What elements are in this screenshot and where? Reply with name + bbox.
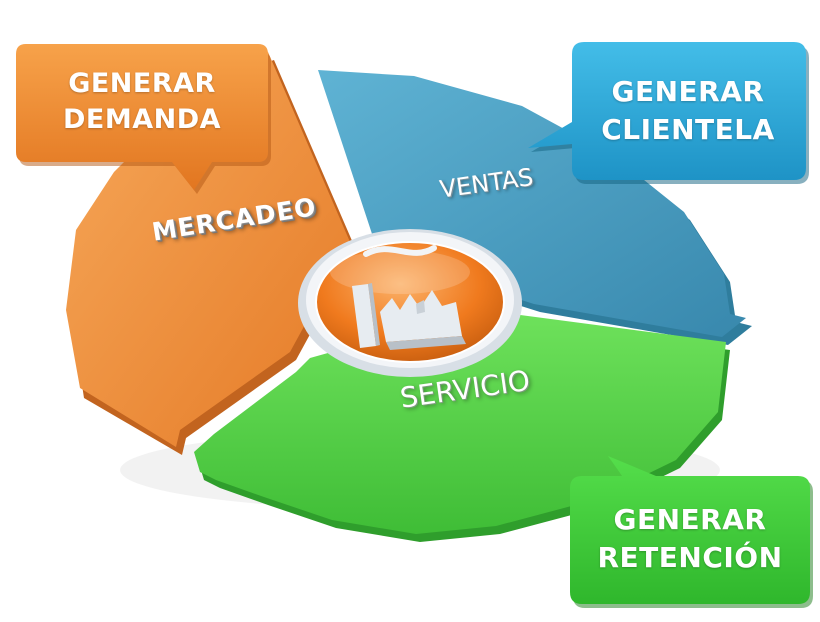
callout-clientela-line2: CLIENTELA xyxy=(601,113,775,146)
callout-clientela-box xyxy=(528,42,809,184)
callout-retencion-line2: RETENCIÓN xyxy=(597,541,783,574)
factory-icon xyxy=(352,245,466,350)
callout-generar-demanda: GENERAR DEMANDA xyxy=(16,42,268,162)
ventas-segment xyxy=(318,70,752,345)
callout-demanda-box xyxy=(16,44,271,194)
center-disc xyxy=(298,229,522,377)
callout-generar-retencion: GENERAR RETENCIÓN xyxy=(570,475,810,603)
callout-retencion-box xyxy=(570,456,813,608)
callout-generar-clientela: GENERAR CLIENTELA xyxy=(572,42,804,180)
callout-retencion-line1: GENERAR xyxy=(613,503,767,537)
callout-clientela-line1: GENERAR xyxy=(611,75,765,109)
callout-demanda-line2: DEMANDA xyxy=(62,104,222,135)
callout-demanda-line1: GENERAR xyxy=(68,67,216,99)
